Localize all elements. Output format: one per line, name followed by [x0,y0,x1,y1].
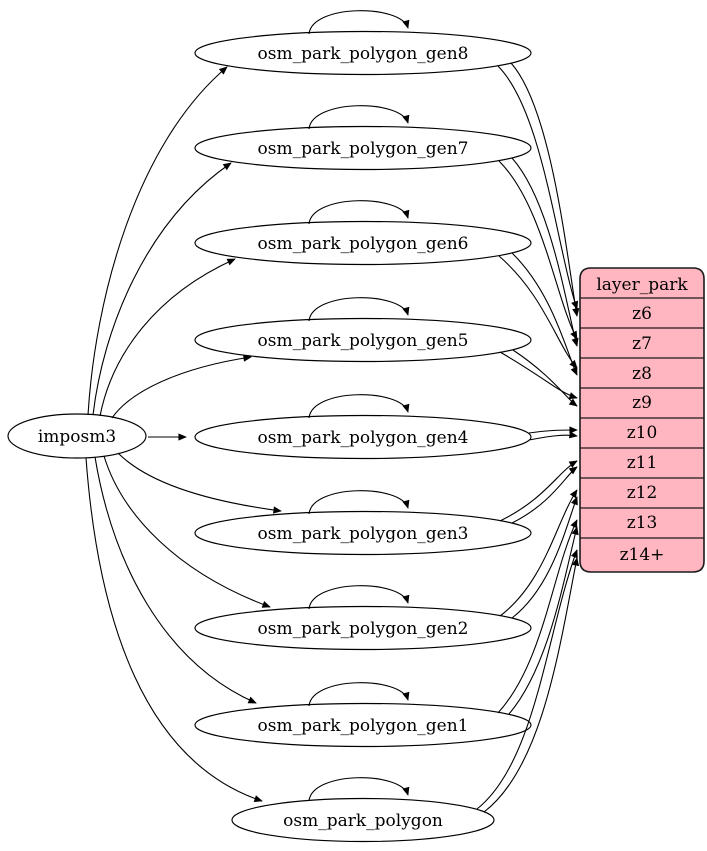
edge-gen5-to-z9-a [499,351,578,400]
row-z14plus: z14+ [620,545,665,565]
edge-imposm3-to-gen8 [87,66,228,416]
edge-gen1-to-z13-b [508,526,579,715]
edge-imposm3-to-gen5 [111,354,252,419]
edge-imposm3-to-gen7 [92,162,232,416]
gen3-shape [194,510,532,556]
self-loop-gen6 [308,200,410,225]
node-osm-park-polygon-gen7: osm_park_polygon_gen7 [194,125,532,171]
self-loop-gen1 [308,682,410,707]
gen6-label: osm_park_polygon_gen6 [258,234,469,254]
edge-polygon-to-z14-b [483,557,580,813]
self-loop-gen2 [308,585,410,610]
self-loop-gen4 [308,394,410,419]
row-z10: z10 [627,423,658,443]
node-osm-park-polygon-gen2: osm_park_polygon_gen2 [194,605,532,651]
imposm3-label: imposm3 [38,427,116,447]
edge-gen3-to-z11-a [499,460,578,522]
edge-imposm3-to-gen2 [103,455,271,608]
gen2-label: osm_park_polygon_gen2 [258,619,469,639]
node-osm-park-polygon-gen8: osm_park_polygon_gen8 [194,30,532,76]
row-z7: z7 [632,334,652,354]
edge-gen5-to-z9-b [512,349,578,407]
gen8-label: osm_park_polygon_gen8 [258,44,469,64]
node-imposm3: imposm3 [7,413,147,459]
gen2-shape [194,605,532,651]
row-z13: z13 [627,513,658,533]
gen7-label: osm_park_polygon_gen7 [258,139,469,159]
edge-gen2-to-z12-b [511,496,578,619]
row-z8: z8 [632,364,652,384]
layer-park-body [579,267,705,573]
node-osm-park-polygon-gen6: osm_park_polygon_gen6 [194,220,532,266]
edge-imposm3-to-gen1 [94,456,257,704]
polygon-shape [231,797,495,843]
self-loop-polygon [308,777,410,802]
node-osm-park-polygon-gen4: osm_park_polygon_gen4 [194,414,532,460]
gen6-shape [194,220,532,266]
gen5-shape [194,317,532,363]
gen7-shape [194,125,532,171]
gen8-shape [194,30,532,76]
edge-imposm3-to-gen3 [117,452,282,514]
polygon-label: osm_park_polygon [283,811,443,831]
gen4-shape [194,414,532,460]
edge-gen4-to-z10-a [528,426,578,434]
edge-gen2-to-z12-a [499,489,578,617]
edge-gen7-to-z7-a [498,160,578,340]
edge-imposm3-to-gen6 [99,258,236,417]
self-loop-gen5 [308,297,410,322]
edge-gen3-to-z11-b [511,466,578,524]
edge-gen4-to-z10-b [528,431,578,441]
row-z11: z11 [627,453,658,473]
imposm3-shape [7,413,147,459]
edge-gen6-to-z8-a [498,255,578,369]
self-loop-gen8 [308,10,410,35]
layer-park-title: layer_park [596,275,688,295]
edges-to-layer-park [476,62,580,813]
self-loop-gen3 [308,490,410,515]
edge-gen8-to-z6-b [510,62,580,317]
self-loop-gen7 [308,105,410,130]
gen5-label: osm_park_polygon_gen5 [258,331,469,351]
edge-gen7-to-z7-b [511,157,579,347]
node-osm-park-polygon-gen3: osm_park_polygon_gen3 [194,510,532,556]
node-osm-park-polygon-gen1: osm_park_polygon_gen1 [194,702,532,748]
node-osm-park-polygon-gen5: osm_park_polygon_gen5 [194,317,532,363]
gen3-label: osm_park_polygon_gen3 [258,524,469,544]
edge-gen1-to-z13-a [497,519,578,714]
node-layer-park: layer_park z6 z7 z8 z9 z10 z11 z12 z13 z… [579,267,705,573]
gen4-label: osm_park_polygon_gen4 [258,428,469,448]
self-loops [308,10,410,802]
edge-gen6-to-z8-b [511,252,578,376]
row-z12: z12 [627,483,658,503]
gen1-shape [194,702,532,748]
row-z9: z9 [632,393,652,413]
gen1-label: osm_park_polygon_gen1 [258,716,469,736]
edge-gen8-to-z6-a [497,65,579,310]
row-z6: z6 [632,304,652,324]
edge-polygon-to-z14-a [476,549,578,810]
node-osm-park-polygon: osm_park_polygon [231,797,495,843]
edges-from-imposm3 [85,66,282,803]
edge-imposm3-to-polygon [85,457,263,803]
